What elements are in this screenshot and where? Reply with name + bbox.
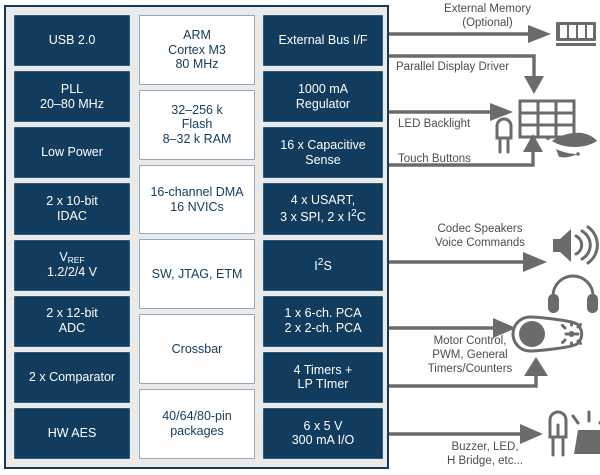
block-label-hw-aes: HW AES xyxy=(47,426,97,441)
block-label-comparator: 2 x Comparator xyxy=(28,369,116,384)
block-label-serial: 4 x USART,3 x SPI, 2 x I2C xyxy=(280,193,366,225)
block-usb[interactable]: USB 2.0 xyxy=(14,15,130,67)
block-debug[interactable]: SW, JTAG, ETM xyxy=(139,239,255,310)
flow-label-external-memory: External Memory (Optional) xyxy=(444,3,531,30)
block-ext-bus[interactable]: External Bus I/F xyxy=(263,15,383,67)
block-i2s[interactable]: I2S xyxy=(263,239,383,291)
block-label-ext-bus: External Bus I/F xyxy=(278,33,368,48)
display-panel-icon xyxy=(518,99,576,139)
block-serial[interactable]: 4 x USART,3 x SPI, 2 x I2C xyxy=(263,183,383,235)
flow-label-motor-control: Motor Control, PWM, General Timers/Count… xyxy=(427,335,513,376)
block-timers[interactable]: 4 Timers +LP TImer xyxy=(263,351,383,403)
motor-spark xyxy=(561,320,582,348)
flow-label-codec-audio: Codec Speakers Voice Commands xyxy=(434,223,526,250)
block-label-timers: 4 Timers +LP TImer xyxy=(293,362,353,392)
block-label-low-power: Low Power xyxy=(41,145,103,160)
block-comparator[interactable]: 2 x Comparator xyxy=(14,351,130,403)
hand-icon xyxy=(546,132,597,158)
block-label-debug: SW, JTAG, ETM xyxy=(151,267,243,282)
block-low-power[interactable]: Low Power xyxy=(14,127,130,179)
block-label-i2s: I2S xyxy=(314,256,332,273)
flow-label-led-backlight: LED Backlight xyxy=(398,118,471,130)
block-crossbar[interactable]: Crossbar xyxy=(139,314,255,385)
block-label-crossbar: Crossbar xyxy=(171,341,223,356)
block-label-usb: USB 2.0 xyxy=(48,33,96,48)
block-hw-aes[interactable]: HW AES xyxy=(14,407,130,459)
flow-label-touch-buttons: Touch Buttons xyxy=(398,153,471,165)
flow-label-buzzer-led: Buzzer, LED, H Bridge, etc... xyxy=(446,441,524,468)
flow-label-display-driver: Parallel Display Driver xyxy=(396,61,510,73)
